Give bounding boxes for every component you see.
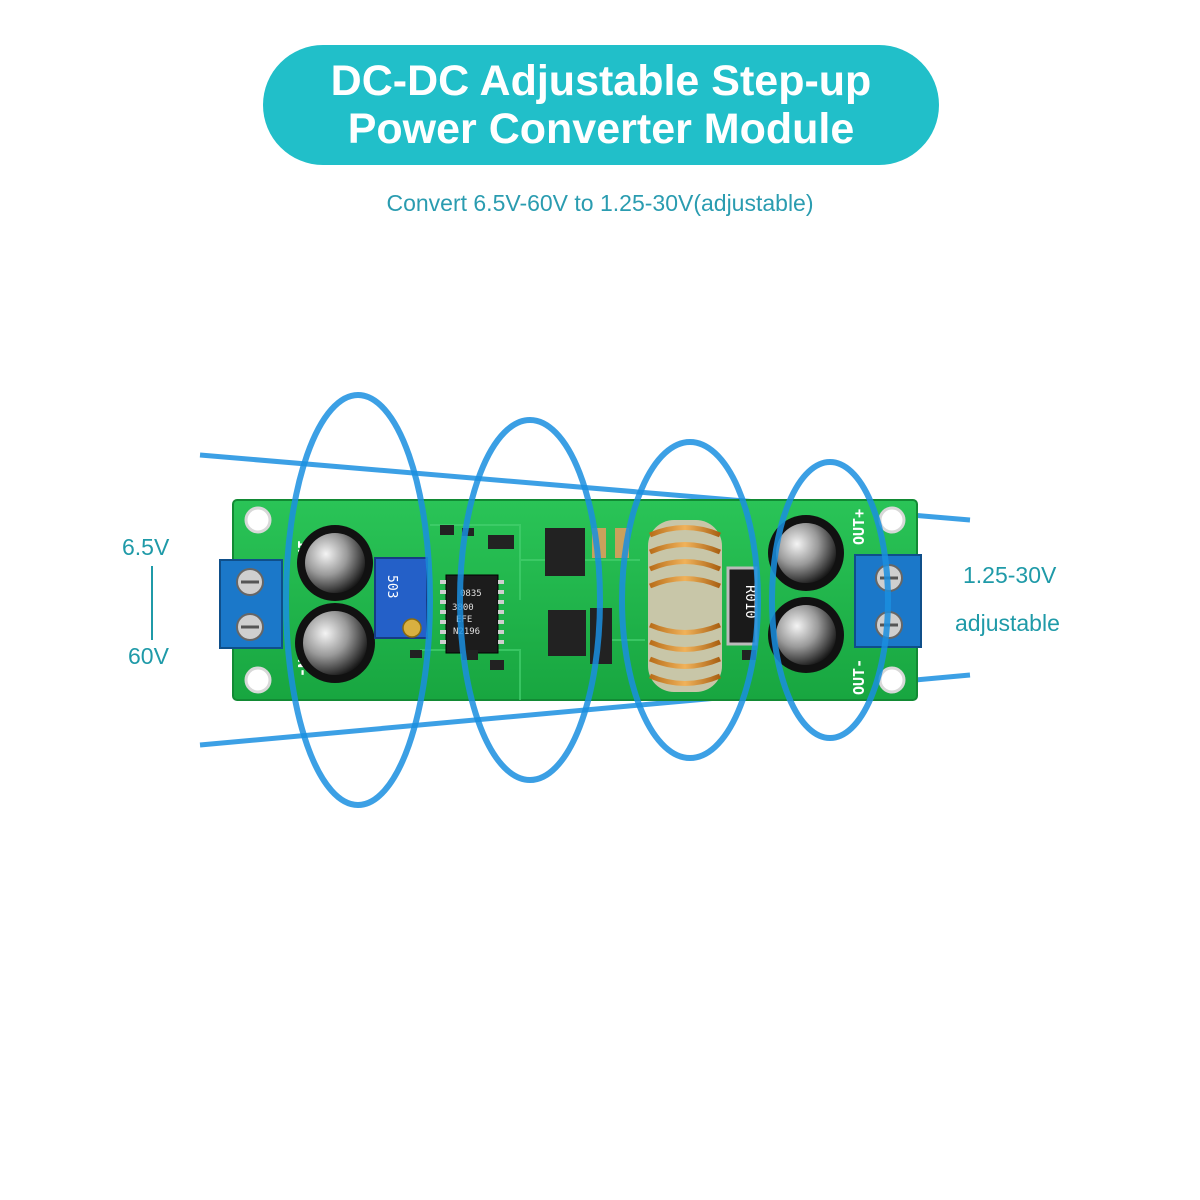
pot-code: 503 [384, 575, 399, 598]
output-range-label: 1.25-30V [963, 562, 1057, 588]
ic-marking-3: EFE [456, 615, 472, 625]
potentiometer: 503 [374, 557, 428, 639]
field-loops [283, 392, 891, 808]
title-line-2: Power Converter Module [347, 105, 855, 153]
subtitle: Convert 6.5V-60V to 1.25-30V(adjustable) [386, 190, 814, 216]
input-range-line [151, 566, 153, 640]
ic-marking-4: N2196 [453, 627, 480, 637]
inductor-coil [648, 520, 722, 692]
output-capacitors [768, 515, 844, 673]
input-capacitors [295, 525, 375, 683]
input-min-label: 6.5V [122, 534, 170, 560]
output-note-label: adjustable [955, 610, 1060, 636]
input-max-label: 60V [128, 643, 169, 669]
input-terminal [219, 559, 283, 649]
pcb-label-out-plus: OUT+ [850, 509, 868, 545]
title-line-1: DC-DC Adjustable Step-up [330, 57, 872, 105]
title-banner: DC-DC Adjustable Step-up Power Converter… [263, 45, 939, 165]
shunt-resistor: R010 [726, 566, 758, 646]
controller-ic: 0835 3800 EFE N2196 [440, 574, 504, 654]
pcb-label-out-minus: OUT- [850, 659, 868, 695]
resistor-marking: R010 [742, 585, 758, 619]
ic-marking-1: 0835 [460, 589, 482, 599]
